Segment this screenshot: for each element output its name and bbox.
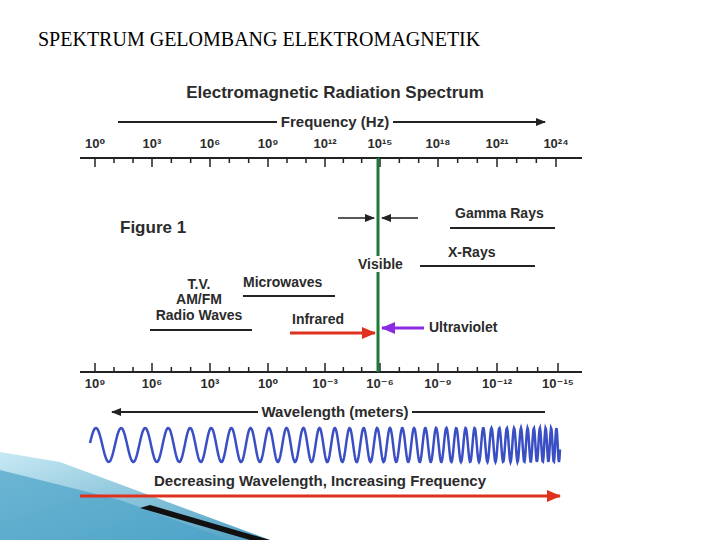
spectrum-label: X-Rays [448,244,495,260]
spectrum-label: 10¹⁵ [368,137,393,152]
spectrum-label: 10¹⁸ [426,137,451,152]
spectrum-label: Wavelength (meters) [258,403,413,420]
spectrum-label: Figure 1 [120,218,186,238]
spectrum-label: T.V. [188,276,211,292]
spectrum-label: 10⁻¹⁵ [542,377,574,392]
spectrum-label: 10⁰ [258,377,278,392]
spectrum-label: 10⁹ [258,137,279,152]
spectrum-label: 10³ [143,137,162,152]
spectrum-label: Infrared [292,311,344,327]
spectrum-label: 10⁻⁶ [366,377,393,392]
spectrum-label: Electromagnetic Radiation Spectrum [186,83,484,103]
spectrum-label: Microwaves [243,274,322,290]
spectrum-label: 10⁶ [142,377,162,392]
spectrum-label: 10²¹ [485,137,508,152]
spectrum-label: Frequency (Hz) [277,113,393,130]
spectrum-label: 10¹² [313,137,336,152]
spectrum-label: 10⁰ [85,137,105,152]
spectrum-label: Decreasing Wavelength, Increasing Freque… [154,472,486,489]
spectrum-label: 10⁻⁹ [424,377,452,392]
spectrum-label: 10³ [201,377,220,392]
spectrum-label: 10⁶ [200,137,220,152]
spectrum-label: 10²⁴ [543,137,568,152]
slide-title: SPEKTRUM GELOMBANG ELEKTROMAGNETIK [38,28,480,51]
spectrum-label: 10⁹ [85,377,106,392]
spectrum-label: Gamma Rays [455,205,544,221]
spectrum-label: Ultraviolet [429,319,497,335]
spectrum-label: 10⁻¹² [482,377,512,392]
spectrum-label: Radio Waves [156,307,243,323]
spectrum-label: AM/FM [176,291,222,307]
spectrum-label: 10⁻³ [312,377,338,392]
spectrum-label: Visible [354,256,407,272]
